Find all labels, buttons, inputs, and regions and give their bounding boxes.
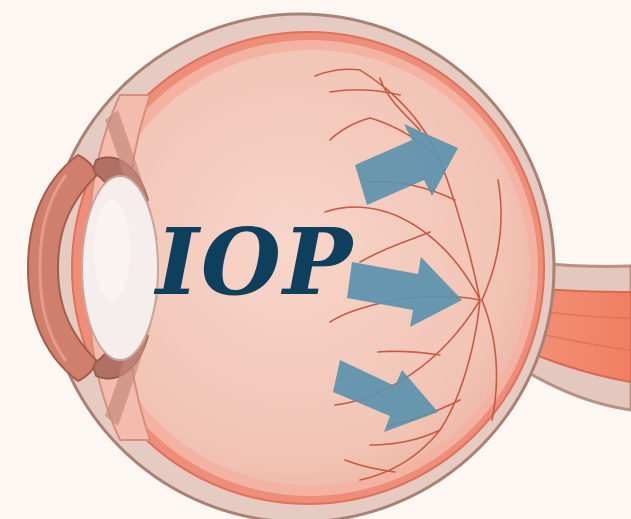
iop-label: IOP [150,212,360,312]
